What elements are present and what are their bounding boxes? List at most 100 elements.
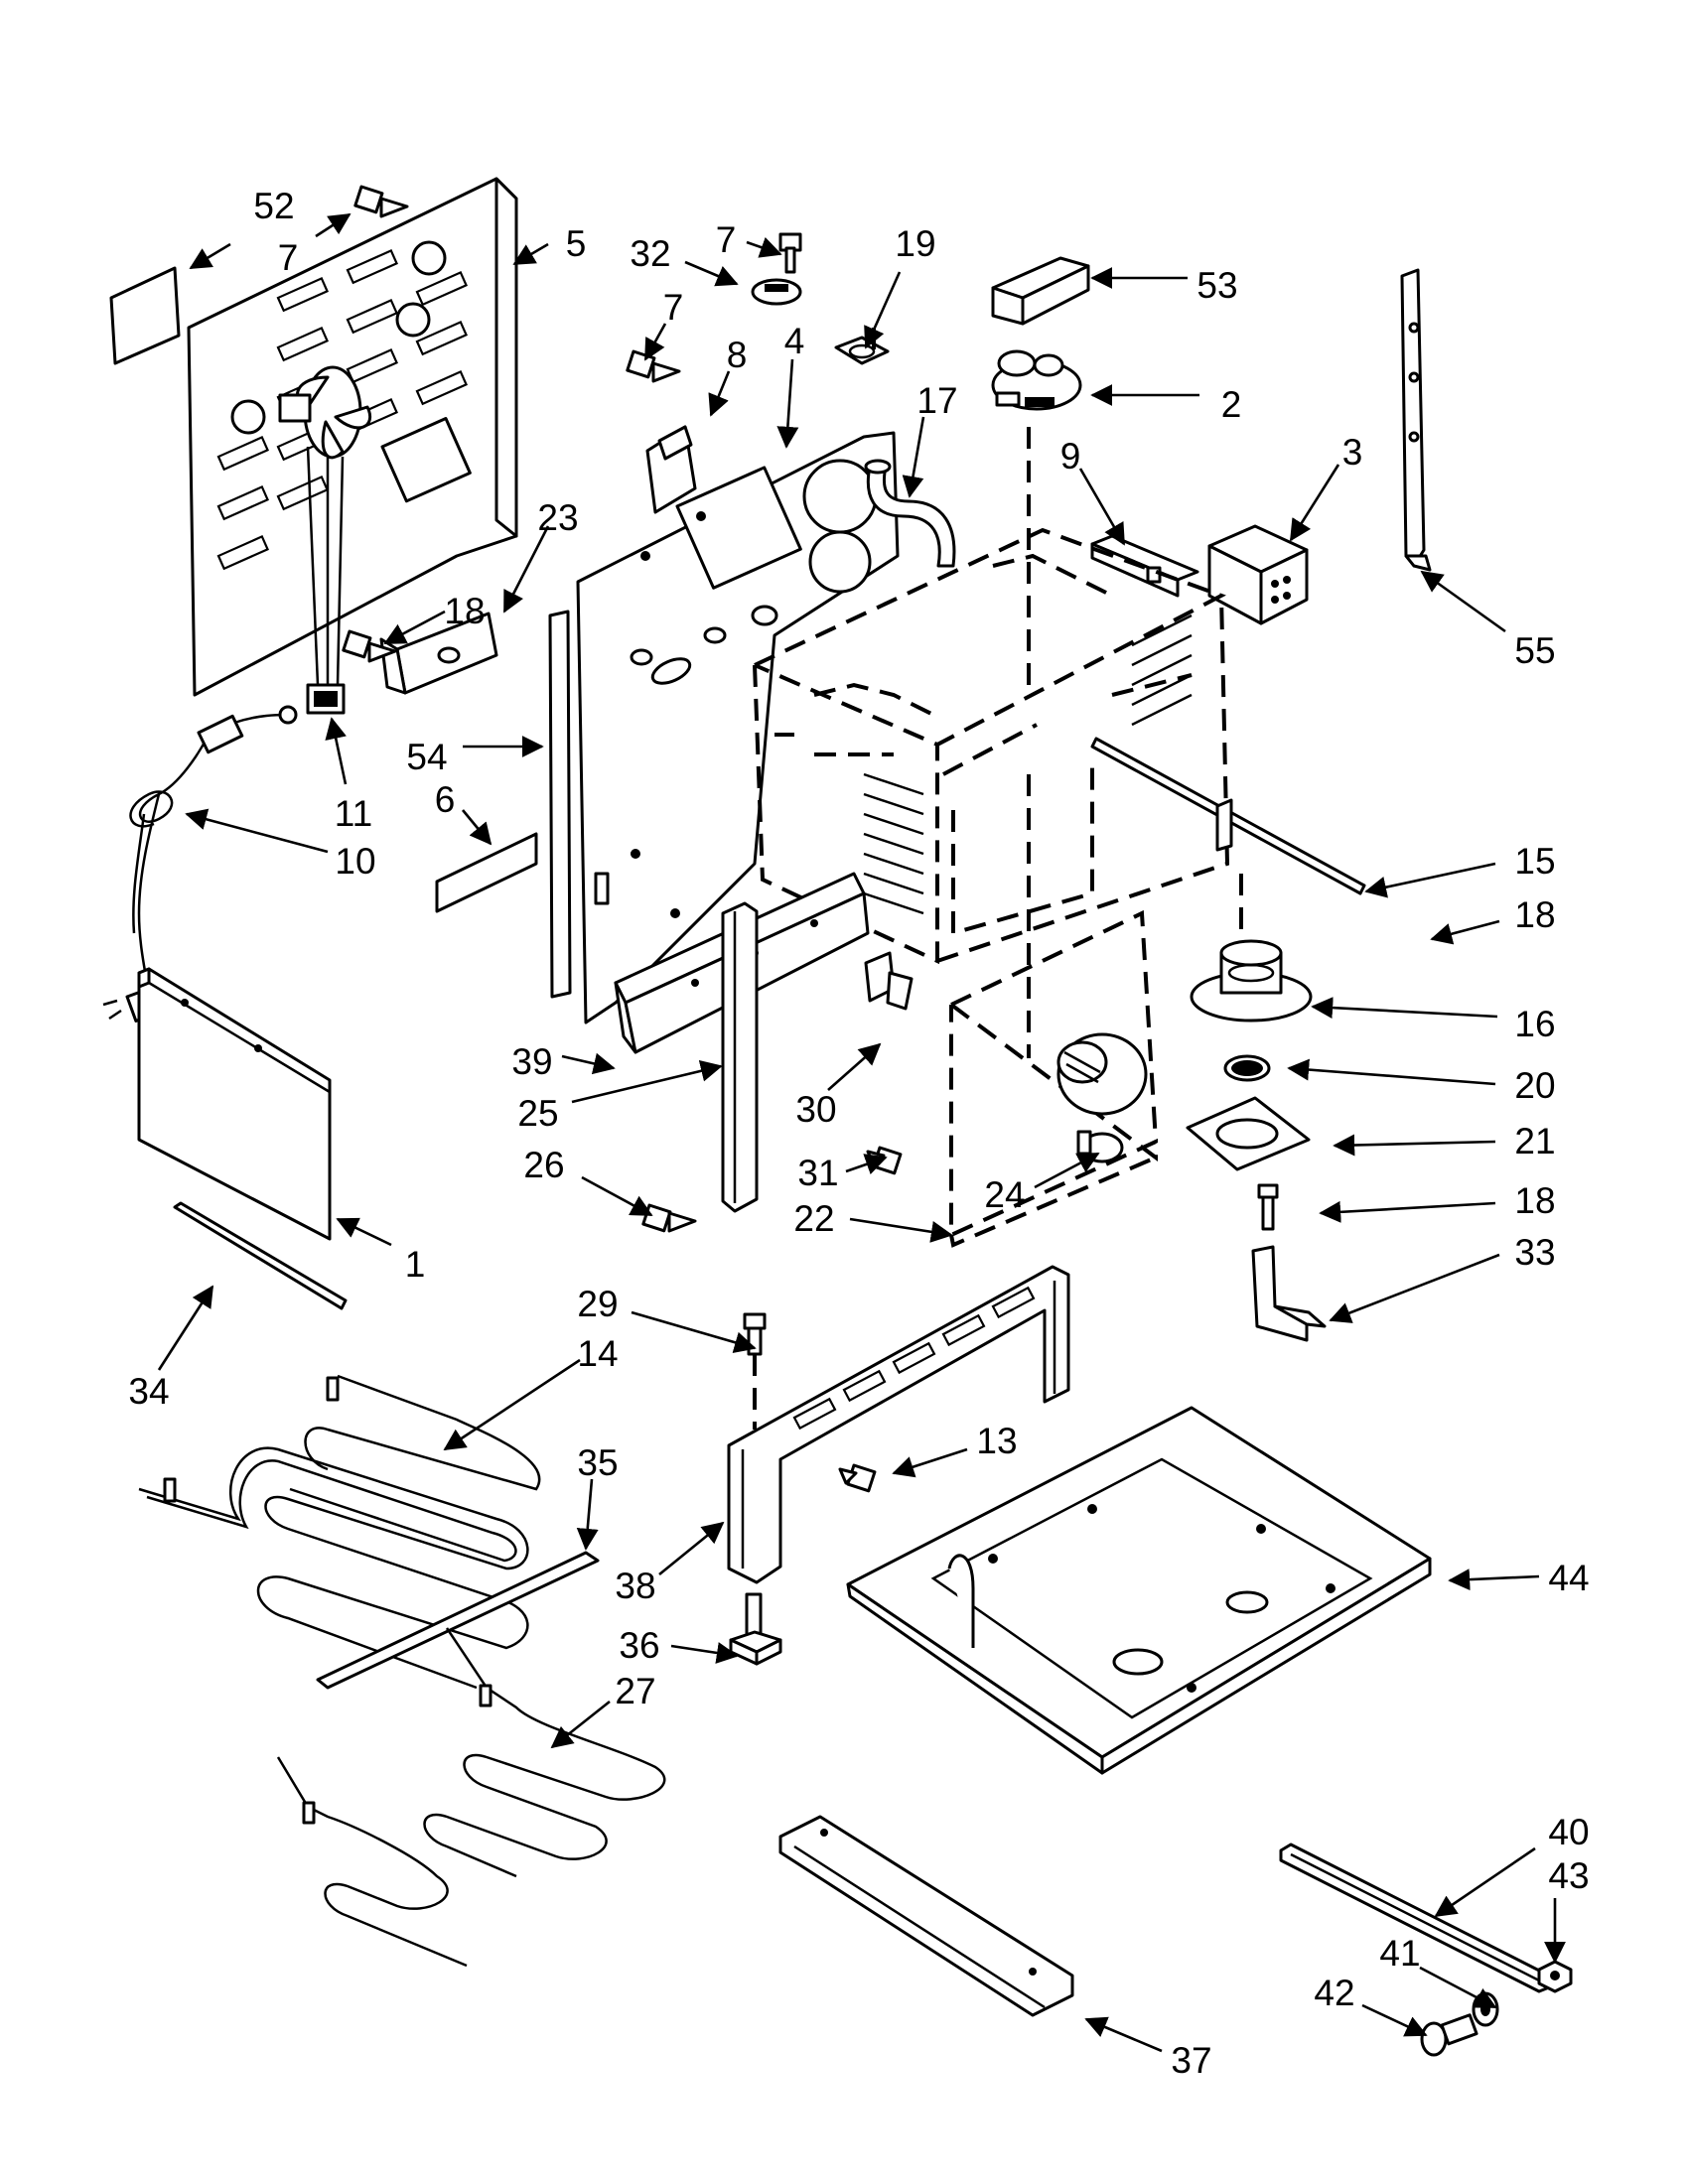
leader-arrow	[684, 260, 739, 287]
callout-number: 21	[1514, 1121, 1555, 1161]
callout-number: 40	[1548, 1812, 1589, 1852]
bracket-part-8	[645, 425, 697, 514]
leader-arrow	[1434, 1846, 1536, 1918]
callout-number: 26	[523, 1145, 564, 1185]
callout-number: 44	[1548, 1558, 1589, 1598]
callout-number: 17	[916, 380, 957, 421]
rod-part-35	[316, 1551, 600, 1690]
bake-element-part-14	[138, 1374, 541, 1690]
callout-number: 5	[566, 223, 587, 264]
leader-arrow	[670, 1642, 739, 1664]
callout-number: 32	[630, 233, 670, 274]
callout-number: 10	[335, 841, 375, 882]
leader-arrow	[336, 1217, 392, 1247]
switch-part-30	[864, 951, 914, 1011]
callout-number: 16	[1514, 1004, 1555, 1044]
callout-number: 24	[984, 1174, 1025, 1215]
callout-number: 7	[663, 287, 684, 328]
leader-arrow	[1311, 997, 1498, 1020]
leader-arrow	[827, 1042, 882, 1091]
callout-number: 52	[253, 186, 294, 226]
front-frame-part-38	[727, 1265, 1070, 1584]
callout-number: 11	[335, 793, 372, 834]
leader-arrow	[550, 1700, 611, 1749]
leader-arrow	[576, 1478, 599, 1551]
plate-part-6	[435, 832, 538, 913]
callout-number: 42	[1314, 1973, 1354, 2013]
callout-number: 7	[278, 237, 299, 278]
callout-number: 23	[537, 497, 578, 538]
screw-part-31	[866, 1146, 903, 1175]
leader-arrow	[845, 1154, 888, 1175]
callout-number: 3	[1342, 432, 1363, 473]
leader-arrow	[512, 242, 549, 266]
thermal-switch-part-32	[751, 278, 802, 306]
callout-number: 18	[444, 591, 485, 631]
callout-number: 20	[1514, 1065, 1555, 1106]
leader-arrow	[581, 1175, 653, 1217]
bolt-part-42	[1420, 2013, 1478, 2057]
leader-arrow	[383, 610, 446, 645]
callout-number: 31	[797, 1153, 838, 1193]
callout-number: 1	[405, 1244, 426, 1285]
leader-arrow	[189, 242, 231, 270]
screw-part-7-middle	[626, 349, 681, 383]
leader-arrow	[1078, 468, 1126, 546]
side-post-part-25	[721, 901, 759, 1213]
leader-arrow	[643, 323, 667, 361]
oven-back-panel-part-4	[576, 431, 900, 1024]
fan-motor-part-11	[278, 365, 372, 715]
bracket-part-9	[1090, 534, 1199, 598]
leader-arrow	[185, 808, 329, 854]
gasket-part-21	[1186, 1096, 1311, 1171]
leader-arrow	[1084, 2016, 1163, 2053]
callout-number: 39	[511, 1041, 552, 1082]
screw-part-18-left	[342, 629, 397, 663]
callout-number: 2	[1221, 384, 1242, 425]
leader-arrow	[157, 1285, 214, 1371]
callout-number: 7	[716, 219, 737, 260]
leader-arrow	[1430, 919, 1500, 945]
leader-arrow	[902, 416, 925, 498]
leader-arrow	[776, 358, 799, 449]
front-panel-part-1	[137, 967, 332, 1241]
leader-arrow	[849, 1217, 953, 1243]
callout-number: 29	[577, 1284, 618, 1324]
leader-arrow	[1287, 1058, 1496, 1086]
rod-part-15	[1090, 737, 1366, 895]
leader-arrow	[1364, 862, 1496, 898]
burner-base-part-16	[1190, 939, 1313, 1023]
callout-number: 25	[517, 1093, 558, 1134]
leader-arrow	[571, 1060, 723, 1104]
leader-arrow	[1034, 1152, 1100, 1189]
leader-arrow	[1448, 1569, 1540, 1591]
callout-number: 19	[895, 223, 935, 264]
rail-part-37	[778, 1815, 1074, 2017]
lamp-bulb-part-24	[1076, 1130, 1124, 1163]
leader-arrow	[1361, 2003, 1428, 2037]
leader-arrow	[892, 1447, 968, 1478]
leader-arrow	[631, 1310, 757, 1353]
bracket-part-33	[1251, 1245, 1327, 1342]
lamp-socket-part-24	[1056, 1032, 1148, 1116]
plate-part-52	[109, 266, 181, 365]
callout-number: 36	[619, 1625, 659, 1666]
callout-number: 15	[1514, 841, 1555, 882]
screen-part-20	[1223, 1054, 1271, 1082]
callout-number: 38	[615, 1566, 655, 1606]
screw-part-18-lower	[1257, 1183, 1279, 1231]
side-rail-part-55	[1400, 268, 1432, 572]
callout-number: 34	[128, 1371, 169, 1412]
callout-number: 18	[1514, 1180, 1555, 1221]
screw-part-7-right	[778, 232, 802, 274]
callout-number: 35	[577, 1442, 618, 1483]
broil-element-part-27	[276, 1627, 666, 1968]
callout-number: 55	[1514, 630, 1555, 671]
leader-arrow	[1419, 1966, 1497, 2009]
leader-arrow	[746, 236, 782, 258]
cavity-side-coils	[863, 614, 1193, 915]
vent-tube-part-17	[864, 459, 956, 568]
leader-arrow	[325, 717, 348, 785]
light-box-edge	[949, 1156, 1157, 1248]
leader-arrow	[461, 809, 492, 846]
